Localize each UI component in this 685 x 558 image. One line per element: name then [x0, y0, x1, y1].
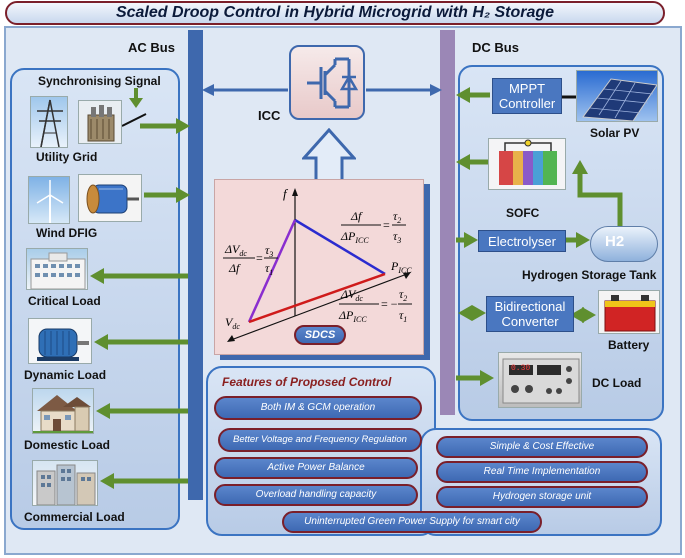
eq-bot-num: ΔVdc: [340, 287, 363, 303]
battery-label: Battery: [608, 338, 650, 352]
battery-icon: [604, 295, 656, 332]
eq-top-den: ΔPICC: [340, 229, 369, 245]
diagram-title: Scaled Droop Control in Hybrid Microgrid…: [5, 1, 665, 25]
mppt-controller-box: MPPT Controller: [492, 78, 562, 114]
icc-converter: [289, 45, 365, 120]
feature-pill: Simple & Cost Effective: [436, 436, 648, 458]
eq-left-rhs-num: τ3: [265, 243, 273, 259]
droop-3d-plot: f PICC Vdc ΔVdc Δf = τ3 τ1 Δf ΔPICC = τ2…: [223, 186, 412, 342]
eq-left-den: Δf: [228, 261, 241, 275]
feature-pill: Real Time Implementation: [436, 461, 648, 483]
vdc-axis-label: Vdc: [225, 315, 240, 331]
sdcs-label: SDCS: [294, 325, 346, 345]
features-heading: Features of Proposed Control: [222, 375, 392, 389]
feature-pill: Better Voltage and Frequency Regulation: [218, 428, 422, 452]
wind-turbine-icon: [36, 180, 64, 223]
dc-load-label: DC Load: [592, 376, 642, 390]
solar-panel-icon: [582, 78, 657, 121]
dc-bus-label: DC Bus: [472, 40, 519, 55]
tank-h2-label: H2: [605, 233, 625, 250]
sofc-image: [488, 138, 566, 190]
eq-top-rhs-num: τ2: [393, 209, 401, 225]
solar-pv-image: [576, 70, 658, 122]
picc-axis-label: PICC: [390, 259, 412, 275]
feature-pill: Uninterrupted Green Power Supply for sma…: [282, 511, 542, 533]
eq-left-num: ΔVdc: [224, 242, 247, 258]
utility-grid-image: [30, 96, 68, 148]
domestic-load-image: [32, 388, 94, 434]
feature-pill: Active Power Balance: [214, 457, 418, 479]
dc-power-supply-icon: [502, 358, 580, 404]
hydrogen-tank: H2: [590, 226, 658, 262]
generator-icon: [86, 184, 139, 214]
eq-bot-rhs-den: τ1: [399, 308, 407, 324]
svg-text:=: =: [383, 218, 390, 232]
svg-text:= −: = −: [381, 297, 398, 311]
hydrogen-tank-label: Hydrogen Storage Tank: [522, 268, 657, 282]
wind-turbine-image: [28, 176, 70, 224]
sync-switch-icon: [121, 88, 147, 127]
ac-bus: [188, 30, 203, 500]
domestic-load-label: Domestic Load: [24, 438, 111, 452]
hospital-building-icon: [30, 252, 86, 289]
battery-image: [598, 290, 660, 334]
feature-pill: Hydrogen storage unit: [436, 486, 648, 508]
sync-signal-label: Synchronising Signal: [38, 74, 161, 88]
igbt-icon: [307, 57, 359, 109]
dc-load-reading: 0.30: [511, 364, 531, 373]
fuel-cell-icon: [499, 139, 557, 185]
eq-top-num: Δf: [350, 209, 363, 223]
eq-bot-rhs-num: τ2: [399, 287, 407, 303]
sofc-label: SOFC: [506, 206, 540, 220]
house-icon: [33, 395, 93, 433]
dc-bus: [440, 30, 455, 415]
icc-label: ICC: [258, 108, 281, 123]
commercial-load-image: [32, 460, 98, 506]
utility-grid-label: Utility Grid: [36, 150, 98, 164]
induction-motor-icon: [37, 328, 89, 361]
electrolyser-box: Electrolyser: [478, 230, 566, 252]
dynamic-load-label: Dynamic Load: [24, 368, 107, 382]
bidirectional-converter-box: Bidirectional Converter: [486, 296, 574, 332]
commercial-load-label: Commercial Load: [24, 510, 125, 524]
ac-bus-label: AC Bus: [128, 40, 175, 55]
critical-load-image: [26, 248, 88, 290]
feature-pill: Both IM & GCM operation: [214, 396, 422, 420]
eq-left-rhs-den: τ1: [265, 261, 273, 277]
f-axis-label: f: [283, 186, 289, 201]
feature-pill: Overload handling capacity: [214, 484, 418, 506]
transmission-tower-icon: [37, 99, 63, 147]
wind-dfig-label: Wind DFIG: [36, 226, 98, 240]
commercial-building-icon: [36, 464, 96, 505]
dc-load-image: 0.30: [498, 352, 582, 408]
critical-load-label: Critical Load: [28, 294, 101, 308]
solar-pv-label: Solar PV: [590, 126, 640, 140]
dfig-image: [78, 174, 142, 222]
icc-bus-arrows: [202, 84, 442, 96]
eq-top-rhs-den: τ3: [393, 229, 401, 245]
dynamic-load-image: [28, 318, 92, 364]
svg-text:=: =: [256, 251, 263, 265]
sdcs-panel: f PICC Vdc ΔVdc Δf = τ3 τ1 Δf ΔPICC = τ2…: [214, 179, 424, 355]
transformer-icon: [87, 105, 115, 142]
eq-bot-den: ΔPICC: [338, 308, 367, 324]
transformer-image: [78, 100, 122, 144]
